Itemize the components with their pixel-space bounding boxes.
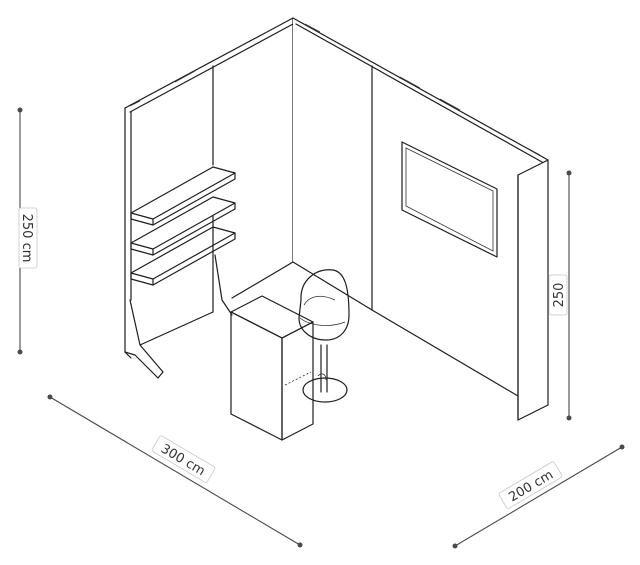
dimension-height-left: 250 cm — [17, 107, 38, 355]
height-right-label: 250 — [552, 283, 567, 308]
dimension-depth-side: 200 cm — [452, 444, 625, 549]
tv-screen — [401, 141, 498, 258]
chair — [298, 269, 350, 403]
counter — [230, 295, 314, 441]
dimension-width-front: 300 cm — [47, 394, 303, 548]
shelves — [130, 166, 236, 286]
height-left-label: 250 cm — [19, 214, 34, 263]
left-wall — [124, 17, 294, 379]
dimension-height-right: 250 — [548, 170, 572, 421]
